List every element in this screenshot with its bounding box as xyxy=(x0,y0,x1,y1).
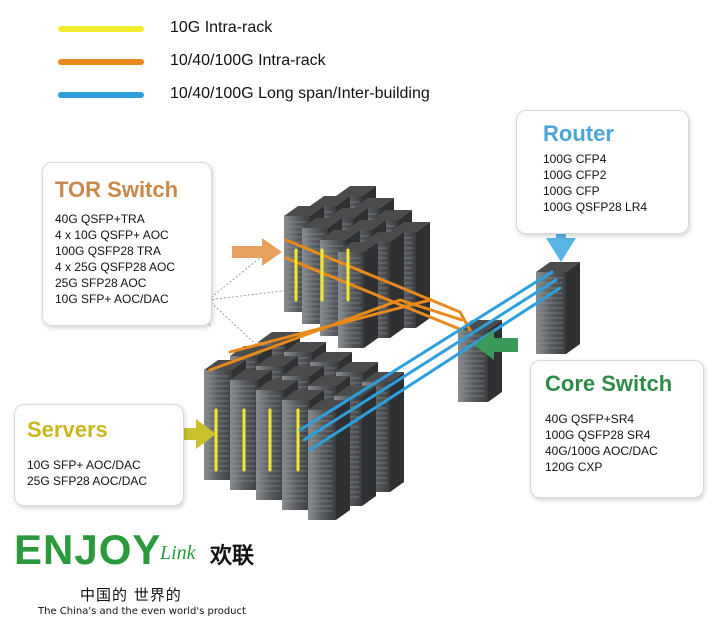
legend-line-blue xyxy=(58,92,144,98)
rack-cluster xyxy=(204,186,580,520)
spec-line: 25G SFP28 AOC xyxy=(55,276,147,290)
tor-switch-specs: 40G QSFP+TRA 4 x 10G QSFP+ AOC 100G QSFP… xyxy=(55,211,211,307)
core-switch-specs: 40G QSFP+SR4 100G QSFP28 SR4 40G/100G AO… xyxy=(545,411,703,475)
slogan-chinese: 中国的 世界的 xyxy=(80,586,182,604)
servers-title: Servers xyxy=(27,417,108,442)
spec-line: 10G SFP+ AOC/DAC xyxy=(27,458,141,472)
spec-line: 40G QSFP+SR4 xyxy=(545,412,635,426)
spec-line: 100G CFP2 xyxy=(543,168,607,182)
servers-arrow-icon xyxy=(166,419,216,449)
core-switch-arrow-icon xyxy=(474,330,518,360)
spec-line: 40G/100G AOC/DAC xyxy=(545,444,658,458)
spec-line: 100G QSFP28 LR4 xyxy=(543,200,648,214)
tor-switch-title: TOR Switch xyxy=(55,177,179,202)
logo-brand: ENJOY xyxy=(14,526,162,573)
core-switch-box: Core Switch 40G QSFP+SR4 100G QSFP28 SR4… xyxy=(530,360,704,498)
router-specs: 100G CFP4 100G CFP2 100G CFP 100G QSFP28… xyxy=(543,151,688,215)
tor-arrow-icon xyxy=(232,238,282,266)
tor-rack xyxy=(338,242,378,348)
blue-cable xyxy=(298,270,554,432)
spec-line: 100G CFP xyxy=(543,184,600,198)
blue-cable xyxy=(302,278,558,442)
router-arrow-icon xyxy=(546,220,576,262)
core-switch-rack xyxy=(458,320,502,402)
tor-switch-box: TOR Switch 40G QSFP+TRA 4 x 10G QSFP+ AO… xyxy=(42,162,212,326)
legend-item-10g: 10G Intra-rack xyxy=(58,19,272,39)
router-title: Router xyxy=(543,121,614,146)
spec-line: 100G QSFP28 TRA xyxy=(55,244,161,258)
logo-brand-cn: 欢联 xyxy=(210,544,255,569)
server-rack xyxy=(308,400,350,520)
legend-line-orange xyxy=(58,59,144,65)
slogan-english: The China's and the even world's product xyxy=(38,606,246,617)
legend-label: 10/40/100G Long span/Inter-building xyxy=(170,85,430,102)
cable-lines xyxy=(208,238,562,472)
router-rack xyxy=(536,262,580,354)
servers-specs: 10G SFP+ AOC/DAC 25G SFP28 AOC/DAC xyxy=(27,457,183,489)
legend-label: 10G Intra-rack xyxy=(170,19,273,36)
spec-line: 40G QSFP+TRA xyxy=(55,212,145,226)
spec-line: 100G CFP4 xyxy=(543,152,607,166)
legend-label: 10/40/100G Intra-rack xyxy=(170,52,326,69)
legend-item-long-span: 10/40/100G Long span/Inter-building xyxy=(58,85,430,105)
legend-line-yellow xyxy=(58,26,144,32)
enjoy-link-logo: ENJOY Link 欢联 xyxy=(10,524,280,584)
spec-line: 25G SFP28 AOC/DAC xyxy=(27,474,148,488)
orange-cable xyxy=(228,298,432,354)
legend-item-intra-rack: 10/40/100G Intra-rack xyxy=(58,52,326,72)
spec-line: 120G CXP xyxy=(545,460,603,474)
spec-line: 4 x 10G QSFP+ AOC xyxy=(55,228,169,242)
core-switch-title: Core Switch xyxy=(545,371,673,396)
router-box: Router 100G CFP4 100G CFP2 100G CFP 100G… xyxy=(516,110,689,234)
spec-line: 100G QSFP28 SR4 xyxy=(545,428,651,442)
logo-brand-sub: Link xyxy=(160,542,196,564)
blue-cable xyxy=(308,286,562,452)
orange-cable xyxy=(208,298,464,372)
orange-cable xyxy=(284,256,464,332)
spec-line: 10G SFP+ AOC/DAC xyxy=(55,292,169,306)
servers-box: Servers 10G SFP+ AOC/DAC 25G SFP28 AOC/D… xyxy=(14,404,184,506)
spec-line: 4 x 25G QSFP28 AOC xyxy=(55,260,176,274)
